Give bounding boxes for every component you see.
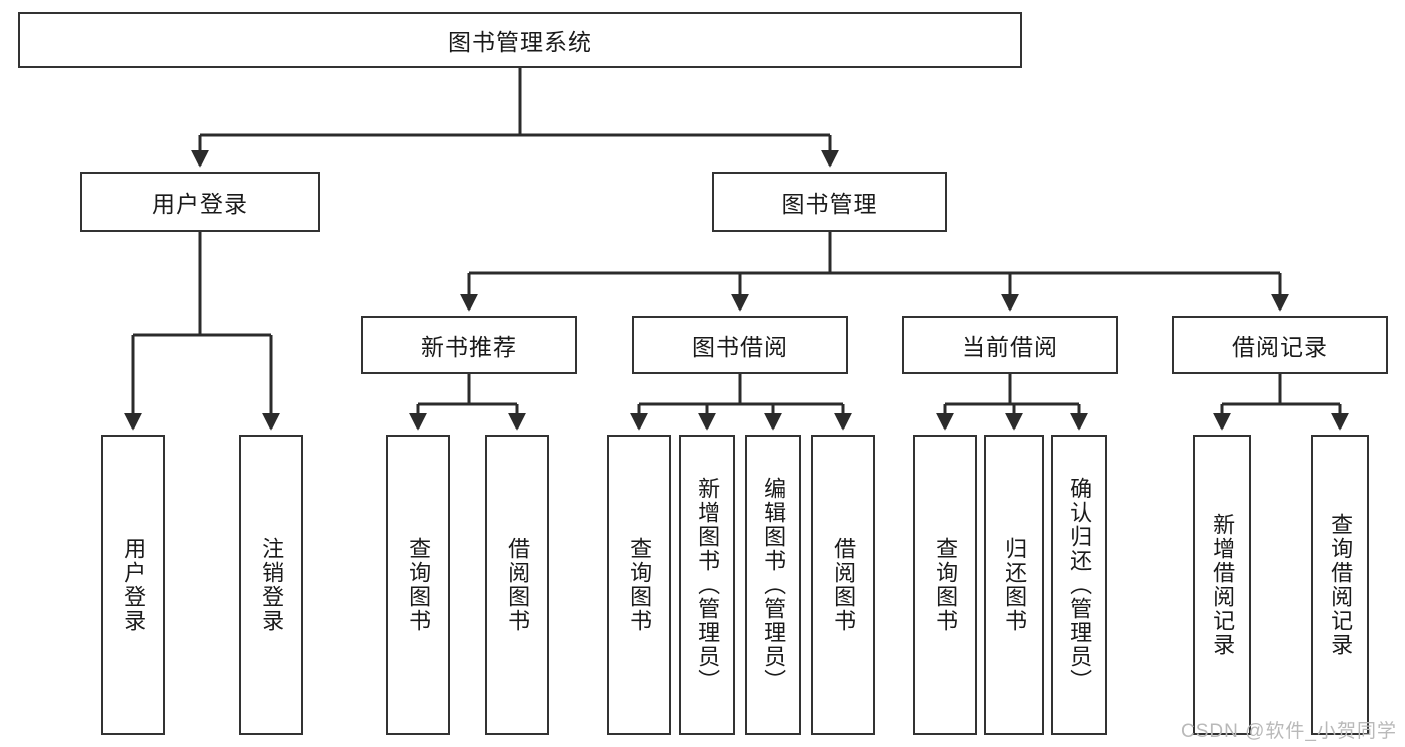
- node-leaf-query-book-current[interactable]: 查询图书: [913, 435, 977, 735]
- node-user-login[interactable]: 用户登录: [80, 172, 320, 232]
- node-book-manage-label: 图书管理: [781, 191, 878, 217]
- node-borrow-record-label: 借阅记录: [1232, 334, 1328, 360]
- node-root-label: 图书管理系统: [448, 29, 592, 55]
- node-leaf-edit-book[interactable]: 编辑图书（管理员）: [745, 435, 801, 735]
- node-borrow-record[interactable]: 借阅记录: [1172, 316, 1388, 374]
- node-leaf-confirm-return-label: 确认归还（管理员）: [1067, 477, 1093, 693]
- node-user-login-label: 用户登录: [152, 191, 248, 217]
- node-current-borrow-label: 当前借阅: [962, 334, 1058, 360]
- node-leaf-add-record[interactable]: 新增借阅记录: [1193, 435, 1251, 735]
- node-leaf-borrow-book-label: 借阅图书: [831, 537, 857, 633]
- node-book-borrow[interactable]: 图书借阅: [632, 316, 848, 374]
- node-leaf-edit-book-label: 编辑图书（管理员）: [761, 477, 787, 693]
- node-leaf-return-book-label: 归还图书: [1002, 537, 1028, 633]
- node-leaf-add-book-label: 新增图书（管理员）: [695, 477, 721, 693]
- node-leaf-query-book-rec[interactable]: 查询图书: [386, 435, 450, 735]
- node-leaf-user-login-label: 用户登录: [121, 537, 147, 633]
- node-leaf-borrow-book-rec-label: 借阅图书: [505, 537, 531, 633]
- node-leaf-query-record[interactable]: 查询借阅记录: [1311, 435, 1369, 735]
- node-leaf-logout-login-label: 注销登录: [259, 537, 285, 633]
- node-leaf-query-record-label: 查询借阅记录: [1328, 513, 1354, 657]
- watermark-text: CSDN @软件_小贺同学: [1181, 721, 1397, 742]
- node-leaf-add-record-label: 新增借阅记录: [1210, 513, 1236, 657]
- node-book-borrow-label: 图书借阅: [692, 334, 788, 360]
- node-book-manage[interactable]: 图书管理: [712, 172, 947, 232]
- node-leaf-query-book-current-label: 查询图书: [933, 537, 959, 633]
- node-leaf-query-book-borrow-label: 查询图书: [627, 537, 653, 633]
- node-leaf-query-book-rec-label: 查询图书: [406, 537, 432, 633]
- node-leaf-user-login[interactable]: 用户登录: [101, 435, 165, 735]
- node-leaf-return-book[interactable]: 归还图书: [984, 435, 1044, 735]
- node-current-borrow[interactable]: 当前借阅: [902, 316, 1118, 374]
- node-leaf-add-book[interactable]: 新增图书（管理员）: [679, 435, 735, 735]
- node-leaf-borrow-book[interactable]: 借阅图书: [811, 435, 875, 735]
- node-leaf-borrow-book-rec[interactable]: 借阅图书: [485, 435, 549, 735]
- node-new-book-rec[interactable]: 新书推荐: [361, 316, 577, 374]
- node-leaf-logout-login[interactable]: 注销登录: [239, 435, 303, 735]
- node-root[interactable]: 图书管理系统: [18, 12, 1022, 68]
- node-leaf-query-book-borrow[interactable]: 查询图书: [607, 435, 671, 735]
- node-new-book-rec-label: 新书推荐: [421, 334, 517, 360]
- node-leaf-confirm-return[interactable]: 确认归还（管理员）: [1051, 435, 1107, 735]
